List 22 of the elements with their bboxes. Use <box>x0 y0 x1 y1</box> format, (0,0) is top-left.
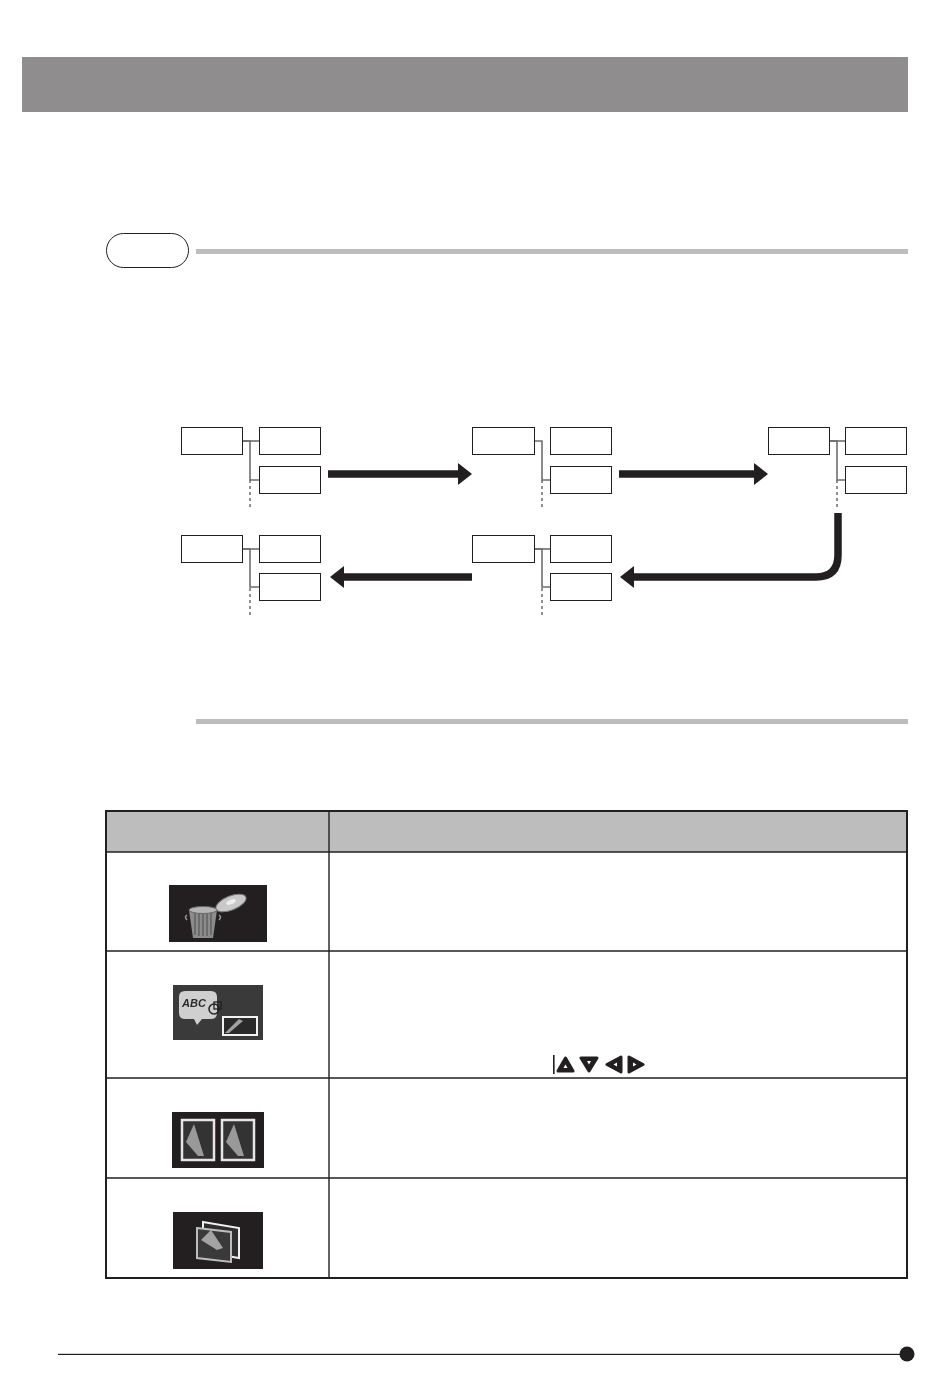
connector-line <box>534 548 551 588</box>
blank-box <box>181 427 243 455</box>
blank-box <box>472 427 535 455</box>
blank-box <box>550 535 612 563</box>
pill-outline <box>106 233 189 268</box>
blank-box <box>259 573 321 601</box>
connector-line <box>534 440 551 481</box>
connector-line <box>242 440 260 481</box>
connector-line <box>242 548 260 588</box>
blank-box <box>768 427 830 455</box>
blank-box <box>472 535 535 563</box>
blank-box <box>845 466 907 494</box>
blank-box <box>550 427 612 455</box>
blank-box <box>259 535 321 563</box>
blank-box <box>259 427 321 455</box>
blank-box <box>181 535 243 563</box>
connector-line <box>829 440 846 481</box>
blank-box <box>845 427 907 455</box>
text-overlay-icon: ABC <box>173 985 263 1040</box>
blank-box <box>550 573 612 601</box>
blank-box <box>550 466 612 494</box>
blank-box <box>259 466 321 494</box>
